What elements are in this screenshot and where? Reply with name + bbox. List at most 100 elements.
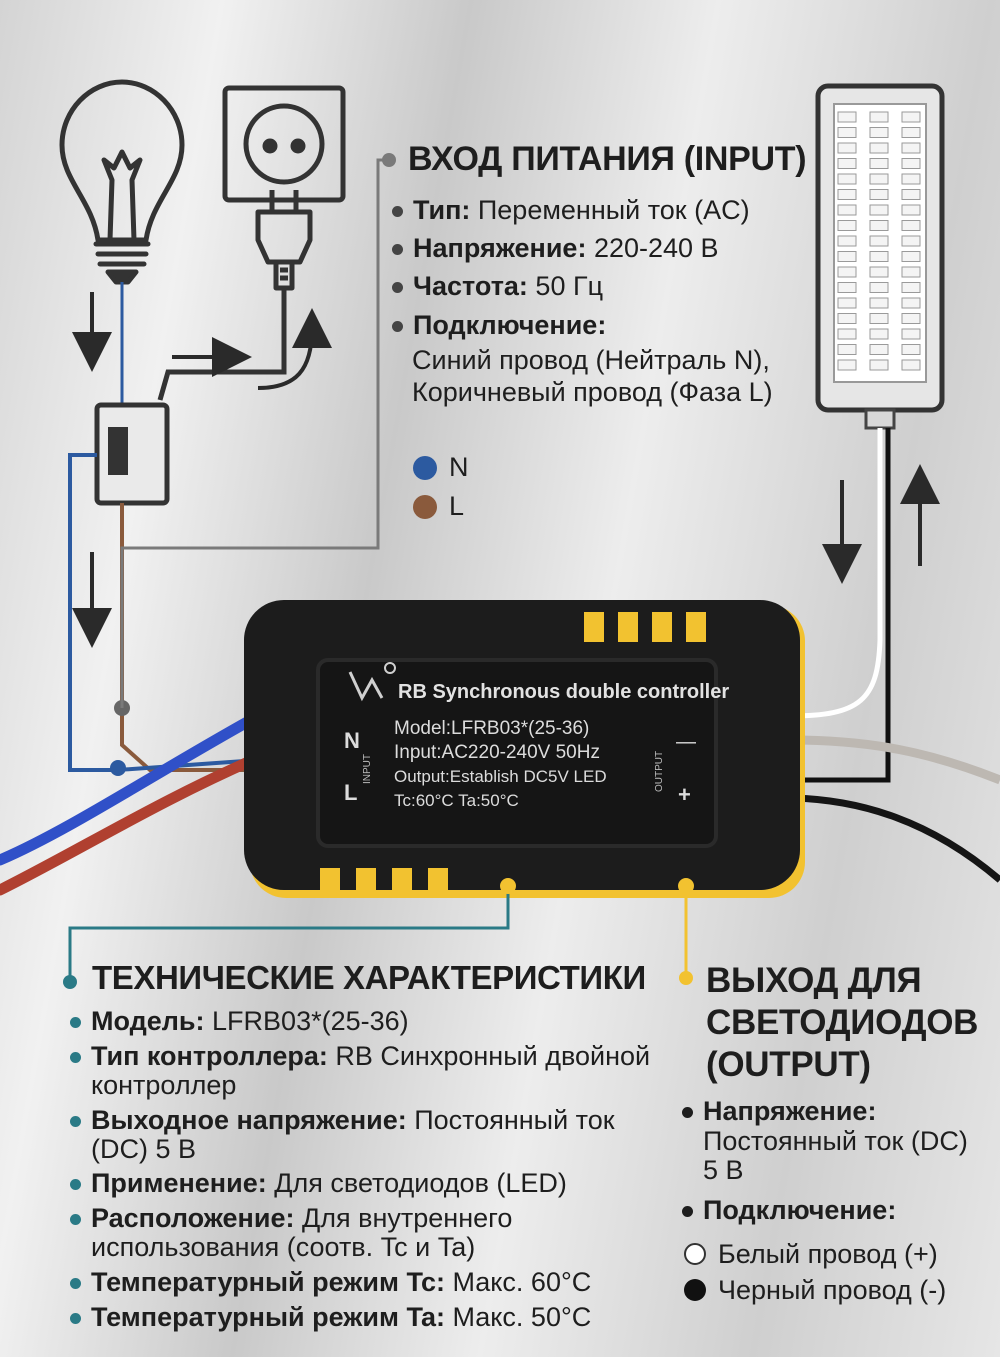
led-cell [837, 127, 857, 138]
device-output-line: Output:Establish DC5V LED [394, 767, 607, 786]
led-cell [901, 359, 921, 371]
led-cell [901, 266, 921, 278]
arrow-icon [257, 308, 332, 390]
legend-item-neutral: N [413, 450, 469, 485]
led-cell [837, 313, 857, 324]
legend-item-phase: L [413, 489, 469, 524]
led-cell [837, 344, 857, 355]
plug-icon [255, 190, 313, 291]
led-cell [869, 344, 889, 355]
list-item: Применение: Для светодиодов (LED) [67, 1169, 667, 1198]
led-cell [869, 173, 889, 185]
temp-tc-label: Температурный режим Tc: [91, 1267, 445, 1297]
device-input-label: INPUT [362, 754, 373, 784]
list-item: Температурный режим Tc: Макс. 60°C [67, 1268, 667, 1297]
input-connection-label: Подключение: [413, 309, 607, 340]
led-cell [837, 158, 857, 169]
device-model-line: Model:LFRB03*(25-36) [394, 718, 589, 739]
input-voltage-value: 220-240 В [586, 233, 719, 264]
location-value: Для внутреннего использования (соотв. Tc… [91, 1203, 513, 1263]
white-wire-label: Белый провод (+) [718, 1238, 938, 1269]
phase-wire-dot [413, 494, 437, 519]
led-strip-icon [815, 83, 945, 430]
led-cell [837, 204, 857, 216]
application-label: Применение: [91, 1168, 267, 1199]
device-l-terminal: L [344, 780, 357, 805]
led-cell [869, 158, 889, 169]
output-heading: ВЫХОД ДЛЯ СВЕТОДИОДОВ (OUTPUT) [706, 961, 979, 1084]
led-controller: RB Synchronous double controller Model:L… [244, 600, 805, 898]
led-cell [869, 328, 889, 340]
input-frequency-value: 50 Гц [527, 271, 604, 302]
led-cell [837, 297, 857, 309]
led-cell [901, 235, 921, 247]
phase-wire-label: L [449, 491, 465, 522]
led-cell [901, 282, 921, 293]
led-cell [869, 220, 889, 231]
led-cell [901, 251, 921, 262]
legend-item-white: Белый провод (+) [684, 1236, 946, 1272]
output-voltage-heading: Напряжение: [703, 1096, 877, 1126]
device-plus-terminal: + [678, 782, 691, 807]
output-voltage-label: Выходное напряжение: [91, 1104, 407, 1135]
temp-ta-label: Температурный режим Ta: [91, 1301, 445, 1332]
wall-socket-icon [222, 85, 346, 203]
led-cell [901, 142, 921, 154]
switch-icon [94, 402, 170, 506]
neutral-wire-dot [413, 455, 437, 480]
led-cell [869, 297, 889, 309]
input-specs-list: Тип: Переменный ток (AC) Напряжение: 220… [389, 195, 797, 417]
led-cell [901, 158, 921, 169]
led-cell [901, 204, 921, 216]
input-wire-legend: N L [413, 450, 469, 528]
led-cell [837, 359, 857, 371]
led-cell [901, 344, 921, 355]
output-connection-label: Подключение: [703, 1195, 897, 1226]
output-voltage-text: Постоянный ток (DC) 5 В [703, 1125, 968, 1186]
led-cell [869, 127, 889, 138]
black-wire-dot [684, 1279, 706, 1301]
led-cell [901, 220, 921, 231]
list-item: Тип: Переменный ток (AC) [389, 195, 797, 225]
led-cell [837, 220, 857, 231]
list-item: Тип контроллера: RB Синхронный двойной к… [67, 1041, 667, 1100]
led-cell [869, 189, 889, 200]
input-frequency-label: Частота: [413, 271, 528, 302]
led-cell [837, 235, 857, 247]
device-minus-terminal: — [676, 731, 696, 753]
led-cell [837, 282, 857, 293]
led-cell [901, 173, 921, 185]
led-cell [869, 142, 889, 154]
list-item: Подключение: [679, 1195, 979, 1226]
led-cell [837, 189, 857, 200]
legend-item-black: Черный провод (-) [684, 1272, 946, 1308]
input-type-label: Тип: [413, 195, 471, 225]
led-cell [837, 111, 857, 123]
led-cell [901, 313, 921, 324]
led-cell [901, 111, 921, 123]
led-cell [869, 313, 889, 324]
temp-tc-value: Макс. 60°C [445, 1267, 592, 1297]
location-label: Расположение: [91, 1203, 295, 1234]
output-wire-legend: Белый провод (+) Черный провод (-) [684, 1236, 946, 1308]
led-cell [901, 127, 921, 138]
temp-ta-value: Макс. 50°C [445, 1301, 592, 1332]
list-item: Напряжение:Постоянный ток (DC) 5 В [679, 1096, 979, 1186]
led-cell [869, 251, 889, 262]
device-input-line: Input:AC220-240V 50Hz [394, 742, 600, 763]
device-n-terminal: N [344, 728, 360, 753]
light-bulb-icon [59, 79, 185, 285]
led-cell [837, 266, 857, 278]
device-output-label: OUTPUT [654, 751, 665, 792]
neutral-wire-label: N [449, 452, 469, 482]
led-cell [869, 359, 889, 371]
led-cell [869, 282, 889, 293]
model-label: Модель: [91, 1006, 205, 1036]
led-cell [837, 251, 857, 262]
model-value: LFRB03*(25-36) [204, 1006, 409, 1036]
list-item: Расположение: Для внутреннего использова… [67, 1204, 667, 1262]
output-specs-list: Напряжение:Постоянный ток (DC) 5 В Подкл… [679, 1096, 979, 1236]
device-temp-line: Tc:60°C Ta:50°C [394, 791, 519, 810]
black-wire-label: Черный провод (-) [718, 1274, 947, 1305]
